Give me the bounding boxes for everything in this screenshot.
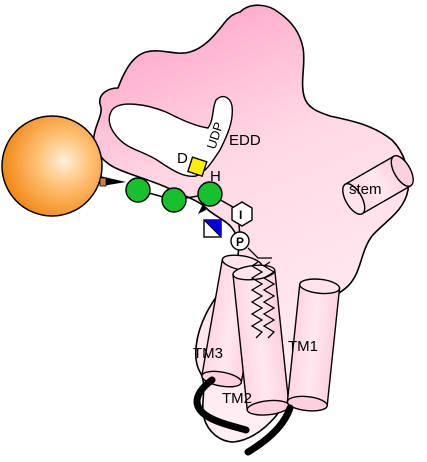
yellow-diamond-icon: [186, 156, 208, 177]
tm2-label: TM2: [222, 390, 252, 407]
blue-half-square-icon: [203, 219, 222, 238]
lipid-particle-icon: [1, 115, 103, 217]
d-label: D: [177, 150, 188, 167]
h-label: H: [210, 168, 221, 185]
i-label: I: [239, 208, 242, 222]
linker-wedge: [100, 176, 126, 186]
green-circle-icon: [161, 187, 187, 213]
tm1-label: TM1: [288, 338, 318, 355]
linker-stub: [99, 177, 107, 187]
membrane-loop: [193, 376, 250, 434]
p-label: P: [236, 235, 244, 249]
lipid-tails: [247, 247, 276, 339]
active-site-cleft: [108, 95, 234, 177]
catalytic-wedge: [198, 202, 206, 214]
hexagon-icon: [231, 201, 253, 227]
green-circle-icon: [197, 181, 223, 207]
tm1-helix: [286, 278, 341, 412]
stem-label: stem: [349, 181, 382, 198]
circle-p-icon: [230, 231, 250, 251]
edd-label: EDD: [229, 132, 261, 149]
stem-helix: [342, 155, 414, 215]
green-circle-icon: [125, 177, 151, 203]
membrane-loop-2: [244, 404, 294, 456]
tm3-label: TM3: [193, 345, 223, 362]
